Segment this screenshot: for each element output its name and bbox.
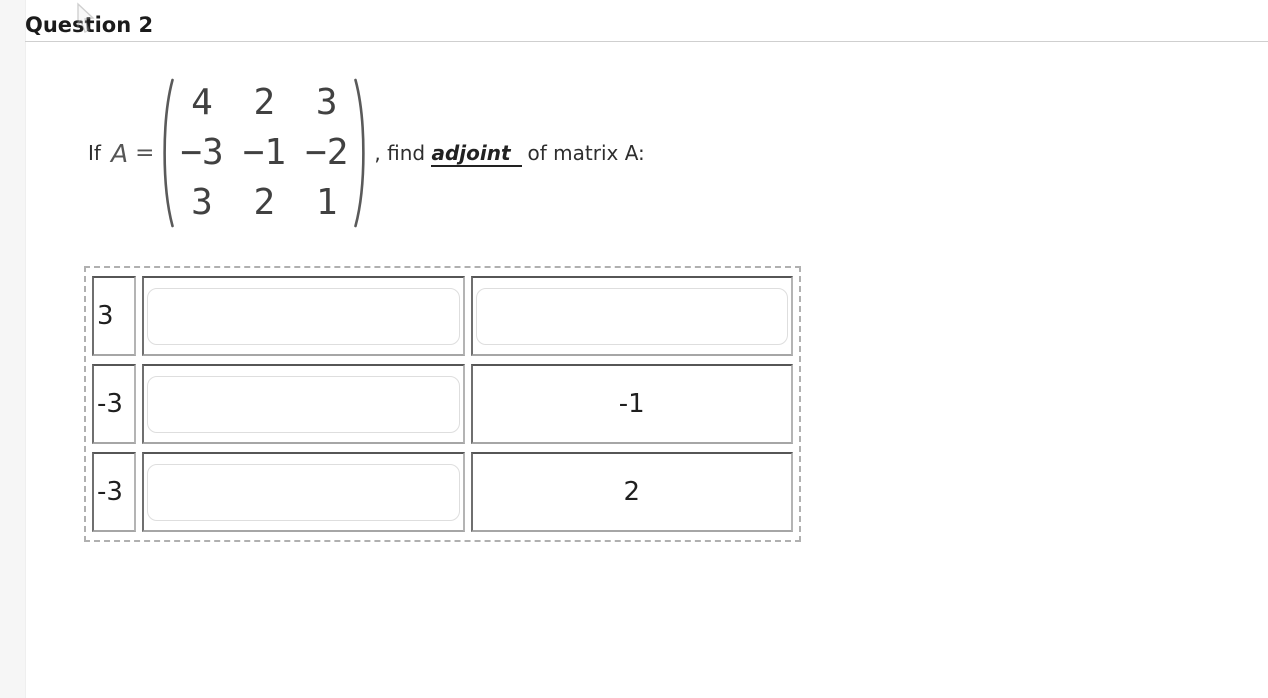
matrix-cell: −2 bbox=[305, 132, 349, 173]
matrix-cell: 2 bbox=[253, 182, 276, 223]
matrix-cell: 3 bbox=[315, 82, 338, 123]
given-value-cell: 3 bbox=[92, 276, 136, 356]
question-statement: If A = 4 2 3 −3 −1 −2 3 2 1 bbox=[88, 78, 1268, 228]
page-title: Question 2 bbox=[25, 13, 154, 37]
left-paren-icon bbox=[163, 78, 175, 228]
answer-region: 3 -3 -1 bbox=[84, 266, 801, 542]
question-prefix: If bbox=[88, 141, 101, 165]
answer-cell bbox=[142, 452, 465, 532]
table-row: -3 -1 bbox=[92, 364, 793, 444]
answer-cell bbox=[470, 276, 793, 356]
right-paren-icon bbox=[354, 78, 366, 228]
left-gutter bbox=[0, 0, 26, 698]
table-row: 3 bbox=[92, 276, 793, 356]
matrix-grid: 4 2 3 −3 −1 −2 3 2 1 bbox=[180, 78, 348, 228]
question-suffix: of matrix A: bbox=[527, 141, 645, 165]
answer-input-r2c2[interactable] bbox=[147, 375, 460, 433]
table-row: -3 2 bbox=[92, 452, 793, 532]
answer-cell bbox=[142, 364, 465, 444]
matrix-cell: 3 bbox=[191, 182, 213, 223]
content-area: Question 2 If A = 4 2 3 −3 −1 −2 3 bbox=[25, 0, 1268, 542]
matrix-cell: −3 bbox=[180, 132, 224, 173]
comma-find-text: , find bbox=[374, 141, 426, 165]
given-value-cell: -3 bbox=[92, 364, 136, 444]
equals-sign: = bbox=[135, 140, 155, 166]
given-answer-cell: 2 bbox=[470, 452, 793, 532]
answer-table: 3 -3 -1 bbox=[86, 268, 799, 540]
matrix-cell: 2 bbox=[253, 82, 276, 123]
answer-input-r1c2[interactable] bbox=[147, 287, 460, 345]
question-header: Question 2 bbox=[25, 0, 1268, 42]
given-value-cell: -3 bbox=[92, 452, 136, 532]
matrix-cell: 4 bbox=[191, 82, 213, 123]
answer-cell bbox=[142, 276, 465, 356]
matrix-cell: −1 bbox=[242, 132, 287, 173]
given-answer-cell: -1 bbox=[470, 364, 793, 444]
answer-input-r1c3[interactable] bbox=[475, 287, 788, 345]
matrix-cell: 1 bbox=[315, 182, 338, 223]
matrix-variable: A bbox=[110, 138, 129, 168]
answer-input-r3c2[interactable] bbox=[147, 463, 460, 521]
emphasis-adjoint: adjoint bbox=[431, 141, 522, 167]
matrix-a: 4 2 3 −3 −1 −2 3 2 1 bbox=[158, 77, 370, 229]
